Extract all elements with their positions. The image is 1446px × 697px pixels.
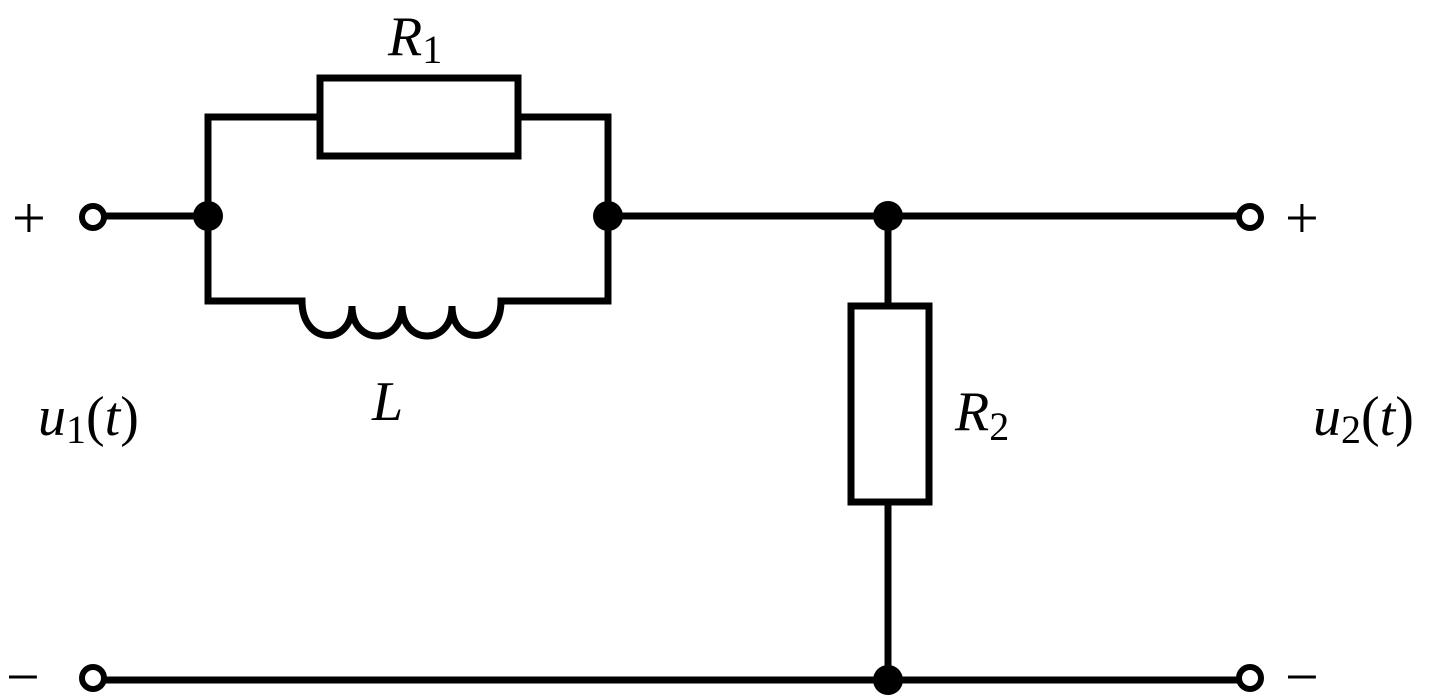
r1-label-symbol: R	[387, 6, 422, 68]
output-voltage-arg: t	[1380, 386, 1397, 448]
output-voltage-symbol: u	[1313, 386, 1341, 448]
output-plus-sign: +	[1285, 185, 1319, 251]
input-voltage-symbol: u	[38, 386, 66, 448]
wire-r1-branch-left	[204, 113, 324, 220]
input-minus-sign: −	[6, 644, 40, 697]
r2-label-subscript: 2	[989, 404, 1009, 449]
wire-r1-branch-right	[514, 113, 612, 220]
l-label: L	[371, 371, 403, 433]
input-voltage-arg: t	[105, 386, 122, 448]
r1-label: R1	[387, 6, 442, 72]
junction-dot	[873, 201, 903, 231]
junction-dot	[193, 201, 223, 231]
input-voltage-subscript: 1	[66, 407, 86, 452]
l-label-symbol: L	[371, 371, 403, 433]
output-voltage-label: u2(t)	[1313, 386, 1414, 452]
r2-label: R2	[954, 381, 1009, 449]
terminal-input-top	[79, 203, 107, 231]
output-voltage-open-paren: (	[1361, 386, 1380, 448]
terminal-output-bottom	[1236, 664, 1264, 692]
output-voltage-close-paren: )	[1395, 386, 1414, 448]
input-voltage-open-paren: (	[86, 386, 105, 448]
junction-dot	[593, 201, 623, 231]
input-voltage-label: u1(t)	[38, 386, 139, 452]
terminal-output-top	[1236, 203, 1264, 231]
resistor-r1	[316, 74, 522, 160]
input-voltage-close-paren: )	[120, 386, 139, 448]
output-minus-sign: −	[1285, 644, 1319, 697]
wire-l-branch-left	[204, 212, 306, 305]
junction-dot	[873, 665, 903, 695]
input-plus-sign: +	[12, 185, 46, 251]
output-voltage-subscript: 2	[1341, 407, 1361, 452]
r2-label-symbol: R	[954, 381, 989, 443]
inductor-l	[298, 297, 505, 340]
terminal-input-bottom	[79, 664, 107, 692]
resistor-r2	[847, 302, 933, 506]
r1-label-subscript: 1	[422, 27, 442, 72]
wire-l-branch-right	[497, 212, 612, 305]
